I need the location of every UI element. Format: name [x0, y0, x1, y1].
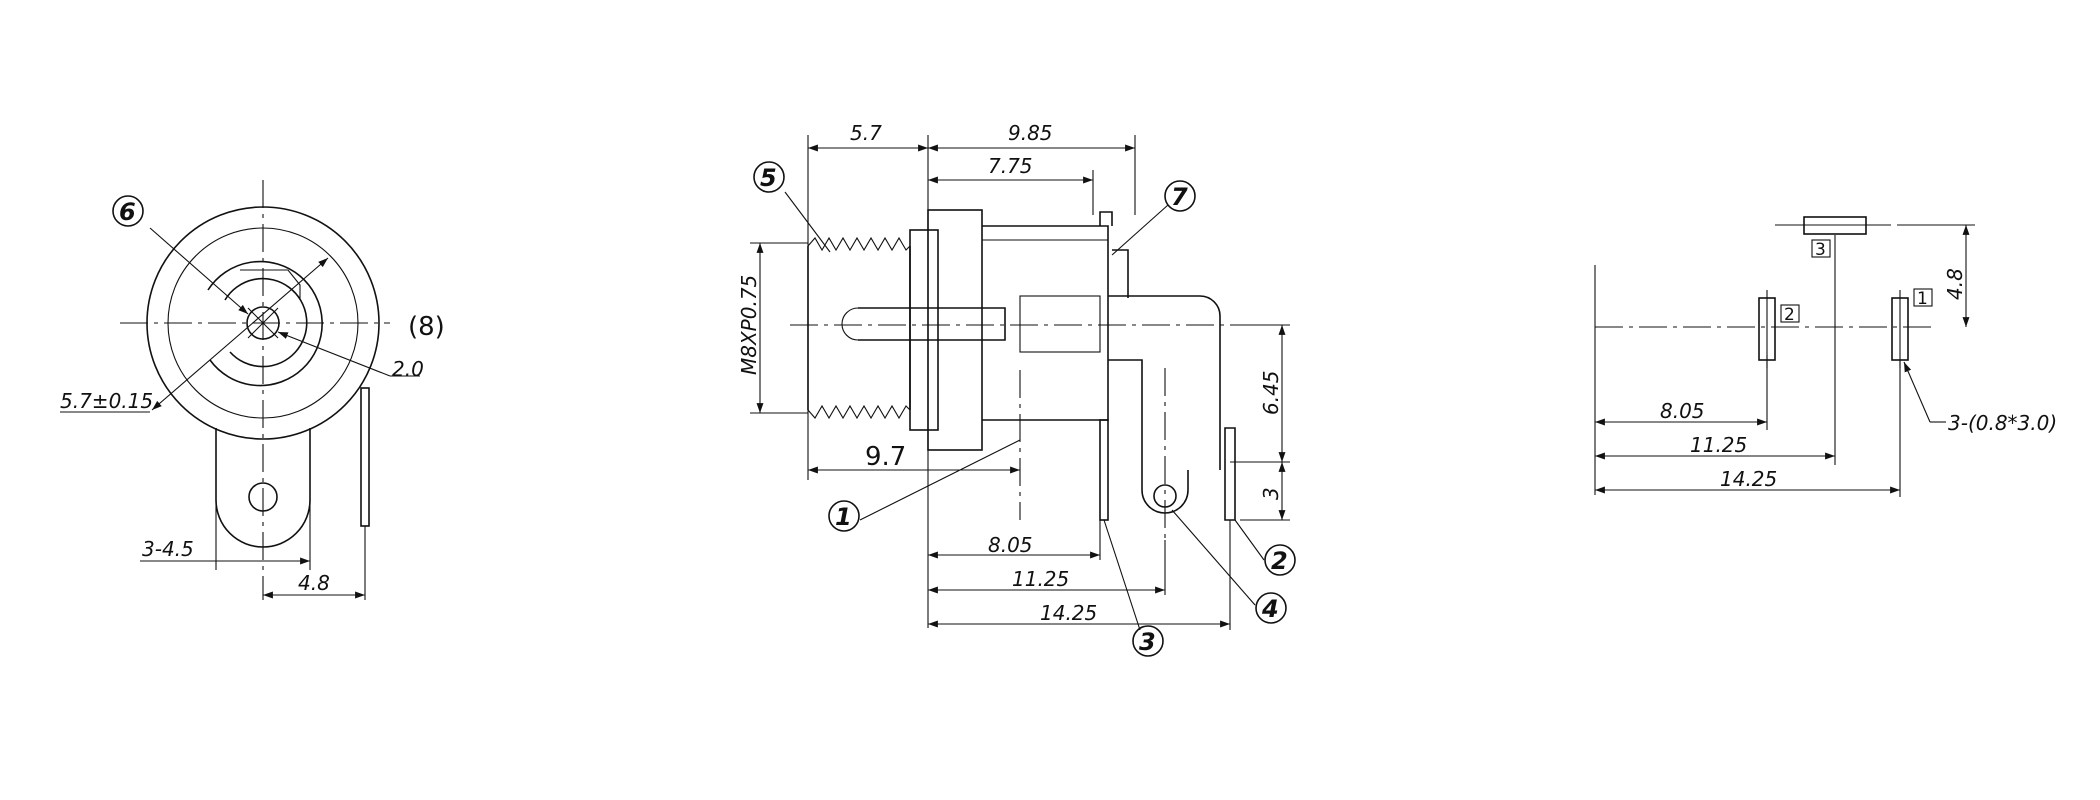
callout-3-circle [1132, 625, 1164, 657]
front-view: (8) 2.0 5.7±0.15 3-4.5 4.8 6 [60, 180, 445, 600]
bore-diameter-line [151, 257, 329, 411]
dim-top-left: 5.7 [850, 121, 882, 145]
footprint-view: 3 2 1 4.8 3-(0.8*3.0) 8.05 11.25 14.25 [1594, 216, 2057, 497]
callout-4: 4 [1261, 595, 1279, 623]
dim-pin-a: 8.05 [988, 533, 1033, 557]
dim-height: 6.45 [1259, 370, 1283, 415]
callout-7-leader [1111, 204, 1169, 256]
insulator-block [1019, 295, 1101, 353]
front-mounting-tab [215, 428, 311, 548]
dim-top-right: 9.85 [1008, 121, 1053, 145]
dim-thread: M8XP0.75 [737, 275, 761, 375]
pad-3-label: 3 [1815, 240, 1826, 260]
callout-5-circle [753, 161, 785, 193]
footprint-dim-a: 8.05 [1660, 399, 1705, 423]
callout-4-circle [1255, 592, 1287, 624]
thread-bottom-teeth [807, 404, 911, 420]
callout-2-leader [1234, 519, 1265, 561]
footprint-dim-slot: 3-(0.8*3.0) [1948, 411, 2057, 435]
flange-collar [909, 229, 939, 431]
footprint-dim-c: 14.25 [1720, 467, 1777, 491]
front-side-pin [360, 387, 370, 527]
side-view: 5.7 9.85 7.75 M8XP0.75 9.7 8.05 11.25 14… [737, 121, 1296, 657]
front-outer-circle [146, 206, 380, 440]
pad-3-label-box [1811, 239, 1831, 258]
callout-5-leader [784, 191, 831, 253]
callout-2-circle [1264, 544, 1296, 576]
callout-4-leader [1171, 509, 1256, 606]
top-contact [1099, 211, 1113, 226]
pin-3-lead [1099, 419, 1109, 521]
dim-outer-paren: (8) [408, 312, 445, 342]
pin-2-lead [1224, 427, 1236, 521]
dim-bore-diameter: 5.7±0.15 [60, 389, 153, 413]
thread-top-teeth [807, 236, 911, 252]
dim-pin-height: 3 [1259, 487, 1283, 500]
pad-2-label: 2 [1784, 305, 1795, 325]
callout-3: 3 [1139, 628, 1156, 656]
dim-offset: 4.8 [298, 571, 330, 595]
rear-housing-top [1108, 295, 1221, 470]
callout-7-circle [1164, 180, 1196, 212]
pin-diameter-leader [277, 331, 391, 377]
center-pin-tip [841, 307, 859, 341]
slot-leader [1903, 361, 1931, 423]
center-pin [858, 307, 1006, 341]
dim-body-length: 9.7 [865, 442, 906, 472]
main-body [982, 225, 1109, 421]
dim-pin-diameter: 2.0 [392, 357, 424, 381]
front-key-notch [240, 269, 301, 300]
footprint-dim-vertical-label: 4.8 [1943, 268, 1967, 300]
callout-6-circle [112, 195, 144, 227]
callout-2: 2 [1271, 547, 1288, 575]
thread-outline [807, 246, 911, 410]
flange-plate [927, 209, 983, 451]
dim-pin-b: 11.25 [1012, 567, 1069, 591]
dim-inner-top: 7.75 [988, 154, 1033, 178]
rear-housing-inner [1108, 359, 1143, 470]
pad-1-label-box [1913, 288, 1933, 307]
front-tab-hole [248, 482, 278, 512]
callout-5: 5 [760, 164, 777, 192]
callout-7: 7 [1171, 183, 1188, 211]
callout-6-leader [149, 227, 249, 315]
pad-1-label: 1 [1917, 289, 1928, 309]
contact-spring [1112, 249, 1129, 298]
callout-1-circle [828, 500, 860, 532]
callout-1: 1 [835, 503, 852, 531]
callout-6: 6 [119, 198, 136, 226]
dim-pin-c: 14.25 [1040, 601, 1097, 625]
pad-2-label-box [1780, 304, 1800, 323]
dim-tab-width: 3-4.5 [142, 537, 194, 561]
footprint-dim-b: 11.25 [1690, 433, 1747, 457]
callout-3-leader [1103, 519, 1141, 631]
callout-1-leader [859, 439, 1021, 521]
